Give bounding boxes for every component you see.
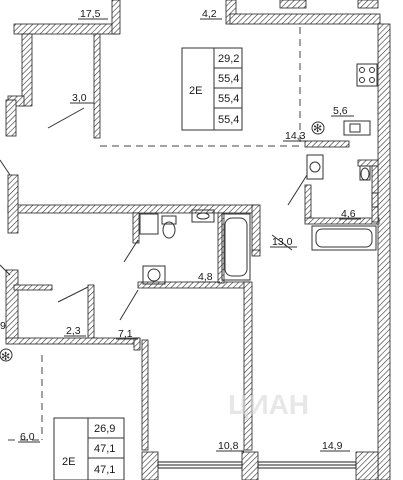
svg-text:✻: ✻ (1, 350, 10, 363)
fixtures (0, 63, 379, 362)
washing-machine-icon (306, 154, 324, 180)
apartment-type: 2E (189, 85, 202, 97)
apartment-table-1: 2E 29,2 55,4 55,4 55,4 (181, 47, 243, 131)
room-area: 5,6 (333, 105, 348, 117)
bathtub-icon (311, 225, 377, 251)
room-area: 6,0 (20, 431, 35, 443)
walls (5, 0, 391, 480)
room-area: 13,0 (272, 236, 293, 248)
apartment-value: 29,2 (218, 53, 239, 65)
room-area: 17,5 (80, 8, 101, 20)
apartment-value: 47,1 (94, 464, 115, 476)
room-labels: 17,5 4,2 3,0 5,6 14,3 4,6 13,0 4,8 2,3 7… (0, 8, 361, 452)
apartment-value: 55,4 (218, 73, 239, 85)
apartment-value: 26,9 (94, 423, 115, 435)
room-area: 10,8 (218, 440, 239, 452)
vent-icons: ✻ ✻ (1, 122, 322, 363)
room-area: 7,1 (118, 328, 133, 340)
apartment-table-2: 2E 26,9 47,1 47,1 (53, 417, 125, 480)
room-area: 4,8 (198, 271, 213, 283)
apartment-type: 2E (62, 456, 75, 468)
room-area: 14,3 (285, 130, 306, 142)
apartment-value: 55,4 (218, 93, 239, 105)
stove-icon (356, 63, 378, 87)
room-area: 2,3 (66, 325, 81, 337)
svg-text:✻: ✻ (313, 122, 322, 135)
room-area: 14,9 (322, 440, 343, 452)
room-area: 4,2 (202, 8, 217, 20)
room-area: 9 (0, 320, 6, 332)
room-area: 3,0 (72, 92, 87, 104)
bathtub-icon-2 (221, 213, 251, 281)
apartment-value: 55,4 (218, 114, 239, 126)
watermark: ЦИАН (228, 389, 309, 420)
apartment-value: 47,1 (94, 443, 115, 455)
windows (157, 461, 357, 469)
kitchen-sink-icon (343, 120, 371, 136)
dashed-lines (8, 24, 301, 441)
room-area: 4,6 (341, 208, 356, 220)
leader-lines (0, 107, 308, 321)
